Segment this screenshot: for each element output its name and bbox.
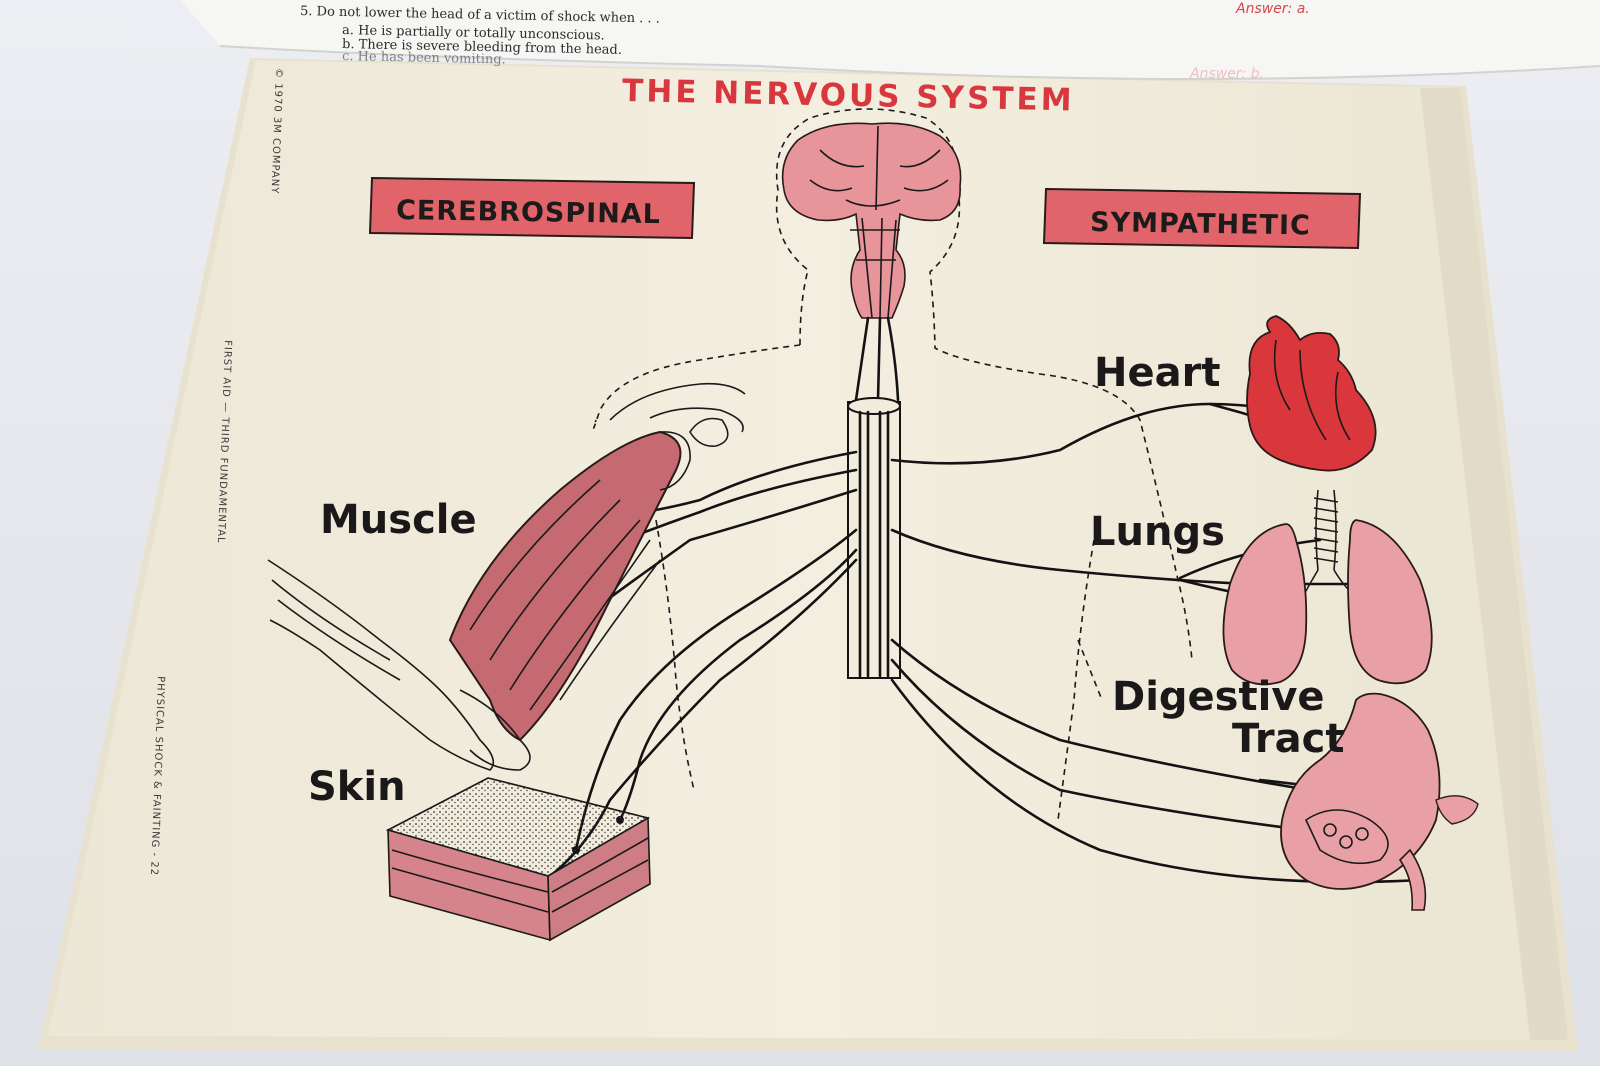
muscle-label: Muscle	[320, 497, 477, 543]
heart-icon	[1246, 315, 1377, 472]
digestive-label: Digestive	[1112, 674, 1325, 720]
heart-label: Heart	[1094, 350, 1220, 396]
quiz-page-strip: 5. Do not lower the head of a victim of …	[180, 0, 1600, 80]
brain-icon	[781, 122, 962, 319]
lungs-icon	[1222, 489, 1433, 686]
quiz-option-a: a. He is partially or totally unconsciou…	[342, 23, 605, 43]
tract-label: Tract	[1232, 716, 1344, 762]
spinal-cord	[847, 316, 901, 679]
skin-block-icon	[385, 777, 651, 942]
book-page	[48, 60, 1568, 1040]
lungs-label: Lungs	[1090, 509, 1225, 555]
quiz-option-c: c. He has been vomiting.	[342, 49, 506, 67]
stomach-icon	[1280, 692, 1479, 911]
arm-muscle-icon	[267, 430, 691, 771]
cerebrospinal-box: CEREBROSPINAL	[368, 176, 696, 240]
sympathetic-label: SYMPATHETIC	[1090, 207, 1311, 241]
quiz-answer-faint: Answer: b.	[1189, 66, 1264, 82]
sympathetic-box: SYMPATHETIC	[1042, 187, 1362, 250]
skin-label: Skin	[308, 764, 406, 810]
cerebrospinal-label: CEREBROSPINAL	[396, 195, 661, 230]
copyright-note: © 1970 3M COMPANY	[269, 68, 284, 195]
book-gutter-shadow	[1420, 88, 1568, 1040]
body-outline	[592, 108, 1193, 821]
quiz-answer: Answer: a.	[1235, 1, 1310, 17]
shoulder-bones	[609, 382, 746, 448]
quiz-option-b: b. There is severe bleeding from the hea…	[342, 37, 622, 58]
